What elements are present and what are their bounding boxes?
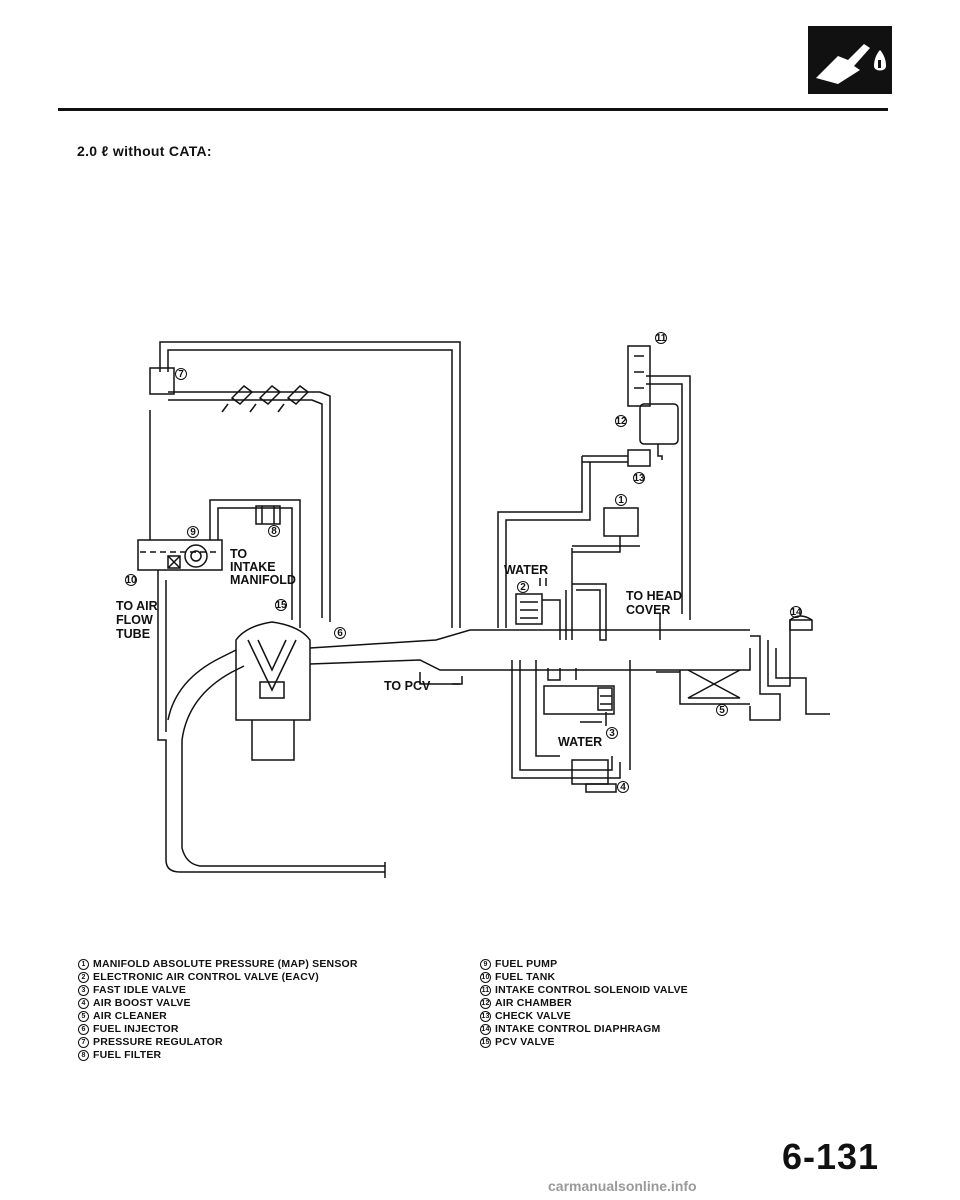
callout-2: 2	[520, 582, 526, 593]
label-water-upper: WATER	[504, 563, 548, 577]
label-flow: FLOW	[116, 613, 153, 627]
label-to-pcv: TO PCV	[384, 679, 431, 693]
header-rule	[58, 108, 888, 111]
callout-7: 7	[178, 369, 184, 380]
callout-15: 15	[275, 600, 287, 611]
callout-6: 6	[337, 628, 343, 639]
fuel-system-icon	[808, 26, 892, 94]
label-to-air: TO AIR	[116, 599, 158, 613]
callout-9: 9	[190, 527, 196, 538]
label-manifold: MANIFOLD	[230, 573, 296, 587]
callout-3: 3	[609, 728, 615, 739]
label-intake: INTAKE	[230, 560, 276, 574]
callout-11: 11	[656, 333, 667, 344]
callout-14: 14	[790, 607, 802, 618]
callout-5: 5	[719, 705, 725, 716]
callout-12: 12	[615, 416, 627, 427]
callout-10: 10	[125, 575, 137, 586]
page-subtitle: 2.0 ℓ without CATA:	[77, 143, 212, 159]
callout-4: 4	[620, 782, 626, 793]
page-number: 6-131	[782, 1136, 880, 1177]
watermark: carmanualsonline.info	[548, 1178, 697, 1194]
diagram-labels: TO INTAKE MANIFOLD TO AIR FLOW TUBE WATE…	[116, 547, 682, 749]
fuel-injectors	[221, 385, 310, 413]
label-to-head: TO HEAD	[626, 589, 682, 603]
diagram-callouts	[125, 332, 802, 793]
callout-13: 13	[633, 473, 645, 484]
diagram-callout-numbers: 7 8 9 10 15 6 11 12 13 1 2 3 4 14 5	[125, 333, 802, 793]
callout-1: 1	[618, 495, 624, 506]
label-to: TO	[230, 547, 247, 561]
label-tube: TUBE	[116, 627, 150, 641]
callout-8: 8	[271, 526, 277, 537]
label-water-lower: WATER	[558, 735, 602, 749]
label-cover: COVER	[626, 603, 670, 617]
